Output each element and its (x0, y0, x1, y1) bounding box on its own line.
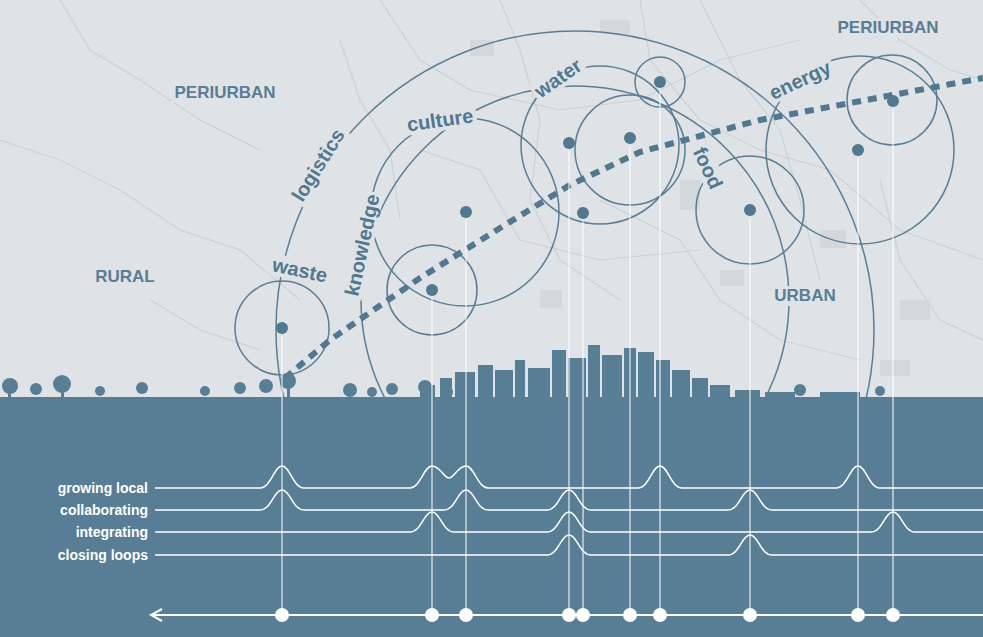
timeline (151, 608, 983, 622)
minor-circles (387, 55, 937, 335)
map-dots (276, 76, 899, 334)
circle-stroke (276, 31, 874, 629)
drop-lines (282, 90, 893, 612)
circle-stroke (235, 281, 329, 375)
strategy-label: closing loops (58, 547, 148, 564)
region-label: PERIURBAN (834, 18, 941, 38)
strategy-label: integrating (76, 524, 148, 541)
skyline-band (0, 345, 983, 637)
map-blocks (470, 20, 930, 376)
flow-label: energy (763, 55, 837, 105)
strategy-label: collaborating (60, 502, 148, 519)
circle-stroke (361, 86, 789, 514)
strategy-label: growing local (58, 480, 148, 497)
circle-stroke (371, 118, 559, 306)
map-streets (0, 0, 983, 360)
strategy-waves (155, 466, 983, 555)
flow-label: logistics (286, 122, 351, 208)
region-label: PERIURBAN (171, 83, 278, 103)
region-label: URBAN (771, 286, 838, 306)
dashed-axis (285, 78, 983, 378)
region-label: RURAL (92, 267, 158, 287)
